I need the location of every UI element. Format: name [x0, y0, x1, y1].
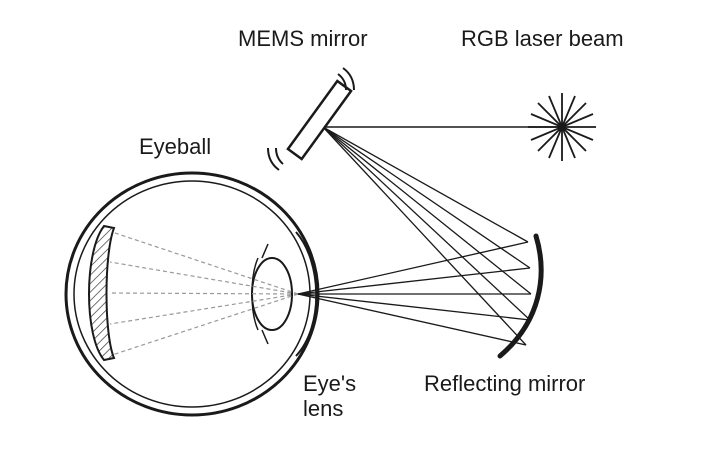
- eyeball-label: Eyeball: [139, 134, 212, 159]
- mems-mirror-label: MEMS mirror: [238, 26, 368, 51]
- mems-to-mirror-rays: [322, 126, 532, 346]
- rgb-laser-label: RGB laser beam: [461, 26, 624, 51]
- eyes-lens-label-line1: Eye's: [303, 371, 357, 396]
- reflecting-mirror: [497, 233, 544, 359]
- reflecting-mirror-label: Reflecting mirror: [424, 371, 586, 396]
- mirror-to-eye-rays: [297, 241, 531, 346]
- eyes-lens: [251, 243, 293, 345]
- eyes-lens-label-line2: lens: [303, 396, 344, 422]
- laser-source-starburst: [528, 93, 596, 161]
- retina-rays: [108, 231, 299, 356]
- eyes-lens-label: Eye's lens: [303, 371, 356, 422]
- retina: [88, 224, 116, 362]
- mems-mirror: [267, 67, 355, 171]
